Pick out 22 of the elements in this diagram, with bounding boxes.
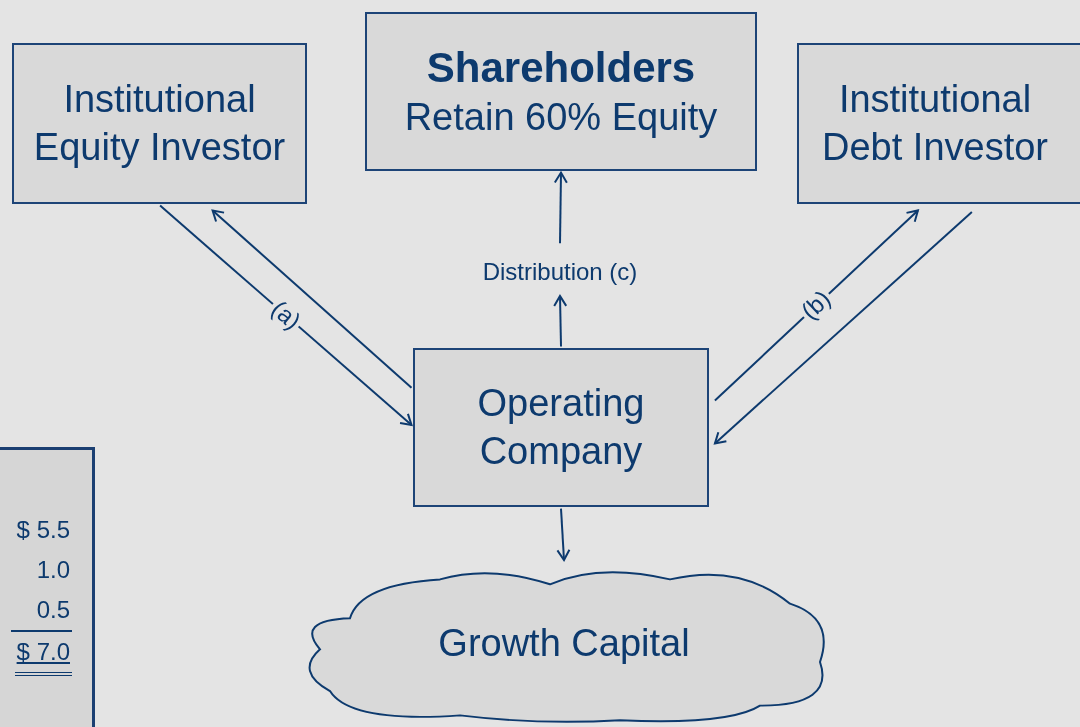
entity-box: [797, 43, 1080, 204]
arrow: [159, 204, 413, 426]
amount-text: 1.0: [35, 555, 71, 585]
arrow: [556, 507, 571, 561]
arrow: [713, 211, 973, 445]
summary-panel: [0, 447, 95, 727]
amount-text: $ 5.5: [15, 515, 71, 545]
arrow: [713, 209, 919, 402]
node-label: Growth Capital: [438, 620, 690, 666]
node-label: Operating Company: [476, 381, 646, 474]
amount-text: $ 7.0: [14, 632, 72, 676]
node-subtitle: Retain 60% Equity: [404, 95, 718, 140]
arrow: [211, 209, 413, 389]
arrow: [553, 295, 568, 348]
entity-box: [413, 348, 709, 507]
node-label: Institutional Debt Investor: [821, 77, 1049, 170]
arrow: [553, 171, 568, 245]
node-label: Institutional Equity Investor: [32, 77, 287, 170]
amount-text: 0.5: [10, 590, 72, 632]
entity-box: [12, 43, 307, 204]
entity-box: [365, 12, 757, 171]
node-title: Shareholders: [426, 42, 696, 93]
